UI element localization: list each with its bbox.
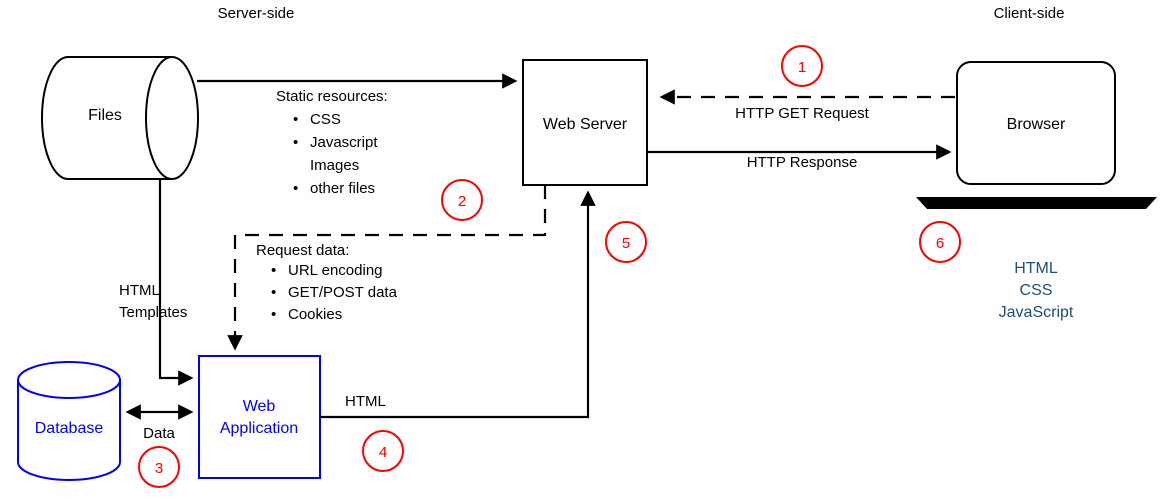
node-files[interactable]: Files [41,56,199,180]
client-stack-item-html: HTML [1014,260,1058,277]
bullet-glyph-other-files: • [293,180,298,197]
step-marker-5[interactable]: 5 [605,221,647,263]
edge-request-data-title: Request data: [256,242,349,259]
bullet-glyph-css: • [293,111,298,128]
step-marker-6[interactable]: 6 [919,221,961,263]
step-marker-3[interactable]: 3 [138,446,180,488]
edge-http-get-request-label: HTTP GET Request [735,105,869,122]
laptop-base-icon [916,197,1157,209]
node-files-label: Files [88,107,122,124]
step-marker-2[interactable]: 2 [441,179,483,221]
edge-request-data-item-2: Cookies [288,306,342,323]
edge-static-resources-item-0: CSS [310,111,341,128]
step-marker-2-label: 2 [458,193,466,210]
node-database-label: Database [35,420,104,437]
edge-html-label: HTML [345,393,386,410]
server-side-heading: Server-side [218,5,295,22]
node-web-application[interactable]: Web Application [198,355,321,479]
edge-request-data-item-1: GET/POST data [288,284,398,301]
edge-http-response-label: HTTP Response [747,154,858,171]
edge-data-label: Data [143,425,175,442]
node-browser-label: Browser [1007,116,1066,133]
edge-static-resources-title: Static resources: [276,88,388,105]
edge-html-templates-label-line1: HTML [119,282,160,299]
client-stack-item-css: CSS [1020,282,1053,299]
node-web-server[interactable]: Web Server [522,59,648,186]
step-marker-6-label: 6 [936,235,944,252]
bullet-glyph-url-encoding: • [271,262,276,279]
step-marker-4[interactable]: 4 [362,430,404,472]
client-stack-item-javascript: JavaScript [999,304,1074,321]
edge-html-templates [158,179,194,386]
bullet-glyph-javascript: • [293,134,298,151]
edge-html-templates-label-line2: Templates [119,304,187,321]
step-marker-1[interactable]: 1 [781,45,823,87]
edge-request-data-item-0: URL encoding [288,262,383,279]
step-marker-4-label: 4 [379,444,387,461]
node-database[interactable]: Database [17,361,121,481]
edge-static-resources-item-3: other files [310,180,375,197]
node-web-server-label: Web Server [543,116,628,133]
edge-request-data [227,185,547,351]
step-marker-3-label: 3 [155,460,163,477]
node-web-application-label-line1: Web [243,398,276,415]
edge-static-resources-item-2: Images [310,157,359,174]
edge-static-resources-item-1: Javascript [310,134,378,151]
bullet-glyph-cookies: • [271,306,276,323]
edge-html [320,190,596,419]
step-marker-1-label: 1 [798,59,806,76]
step-marker-5-label: 5 [622,235,630,252]
node-browser[interactable]: Browser [956,61,1116,185]
client-side-heading: Client-side [994,5,1065,22]
node-web-application-label-line2: Application [220,420,298,437]
bullet-glyph-get-post-data: • [271,284,276,301]
